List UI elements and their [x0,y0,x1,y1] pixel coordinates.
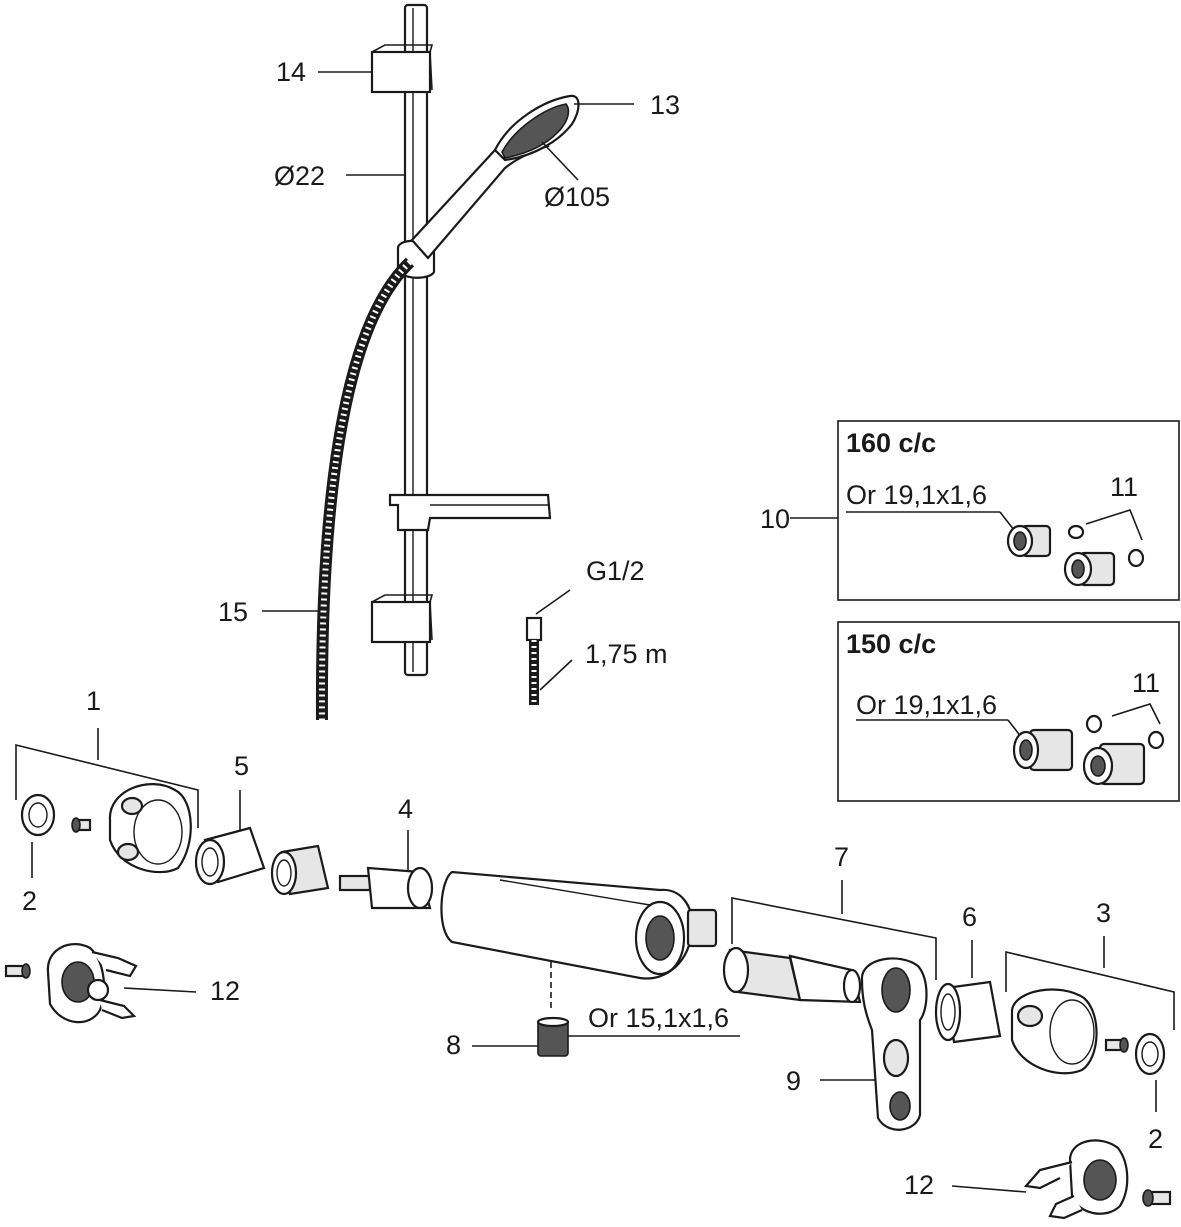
shower-hose [315,257,415,721]
fitting-with-oring-150 [1012,728,1074,772]
label-14: 14 [276,57,306,87]
label-1: 1 [86,686,101,716]
bottom-rail-bracket [370,594,434,644]
label-12-right: 12 [904,1170,934,1200]
adapter-ring-5 [194,826,266,886]
box-160-label-11: 11 [1110,472,1138,502]
small-hose-sample [525,616,543,705]
outlet-nipple-8 [536,1016,570,1057]
label-5: 5 [234,751,249,781]
box-150cc: 150 c/c Or 19,1x1,6 11 [837,621,1180,802]
nut-ring [270,844,330,896]
label-8: 8 [446,1030,461,1060]
handle-knob-right [1010,988,1098,1075]
bracket-plate-9 [860,957,928,1131]
label-diameter-22: Ø22 [274,161,325,191]
label-6: 6 [962,902,977,932]
fitting-nut-160 [1063,551,1116,587]
oring-150-b [1147,730,1165,750]
cap-right [1134,1032,1166,1076]
cartridge-4 [338,866,434,910]
label-10: 10 [760,504,790,534]
label-diameter-105: Ø105 [544,182,610,212]
oring-150-a [1085,714,1103,734]
label-15: 15 [218,597,248,627]
wall-bracket-right [1023,1139,1129,1220]
screw-left-bottom [4,963,31,979]
top-rail-bracket [370,44,434,94]
label-2-right: 2 [1148,1124,1163,1154]
box-150-title: 150 c/c [846,629,936,659]
box-160-oring-label: Or 19,1x1,6 [846,480,987,510]
label-oring-8: Or 15,1x1,6 [588,1003,729,1033]
oring-160-a [1067,524,1085,540]
fitting-with-oring-160 [1006,524,1052,558]
label-7: 7 [834,842,849,872]
label-4: 4 [398,794,413,824]
shower-rail [403,3,429,677]
box-160cc: 160 c/c Or 19,1x1,6 11 10 [760,420,1180,601]
label-12-left: 12 [210,976,240,1006]
label-3: 3 [1096,898,1111,928]
hand-shower [410,94,580,260]
box-150-oring-label: Or 19,1x1,6 [856,690,997,720]
handle-knob-left [108,783,192,874]
label-g12: G1/2 [586,556,645,586]
oring-160-b [1127,548,1145,568]
label-hose-length: 1,75 m [585,639,668,669]
label-2-left: 2 [22,886,37,916]
label-13: 13 [650,90,680,120]
box-150-label-11: 11 [1132,668,1160,698]
wall-bracket-left [46,943,138,1024]
mixer-body [440,870,718,980]
box-160-title: 160 c/c [846,428,936,458]
cap-left [20,793,56,837]
soap-dish [388,493,552,532]
screw-right-bottom [1142,1189,1172,1207]
thermostatic-cartridge-7 [722,946,862,1004]
screw-right [1104,1037,1129,1053]
fitting-nut-150 [1082,742,1146,786]
adapter-ring-6 [934,980,1002,1044]
screw-left-top [71,817,92,833]
label-9: 9 [786,1066,801,1096]
